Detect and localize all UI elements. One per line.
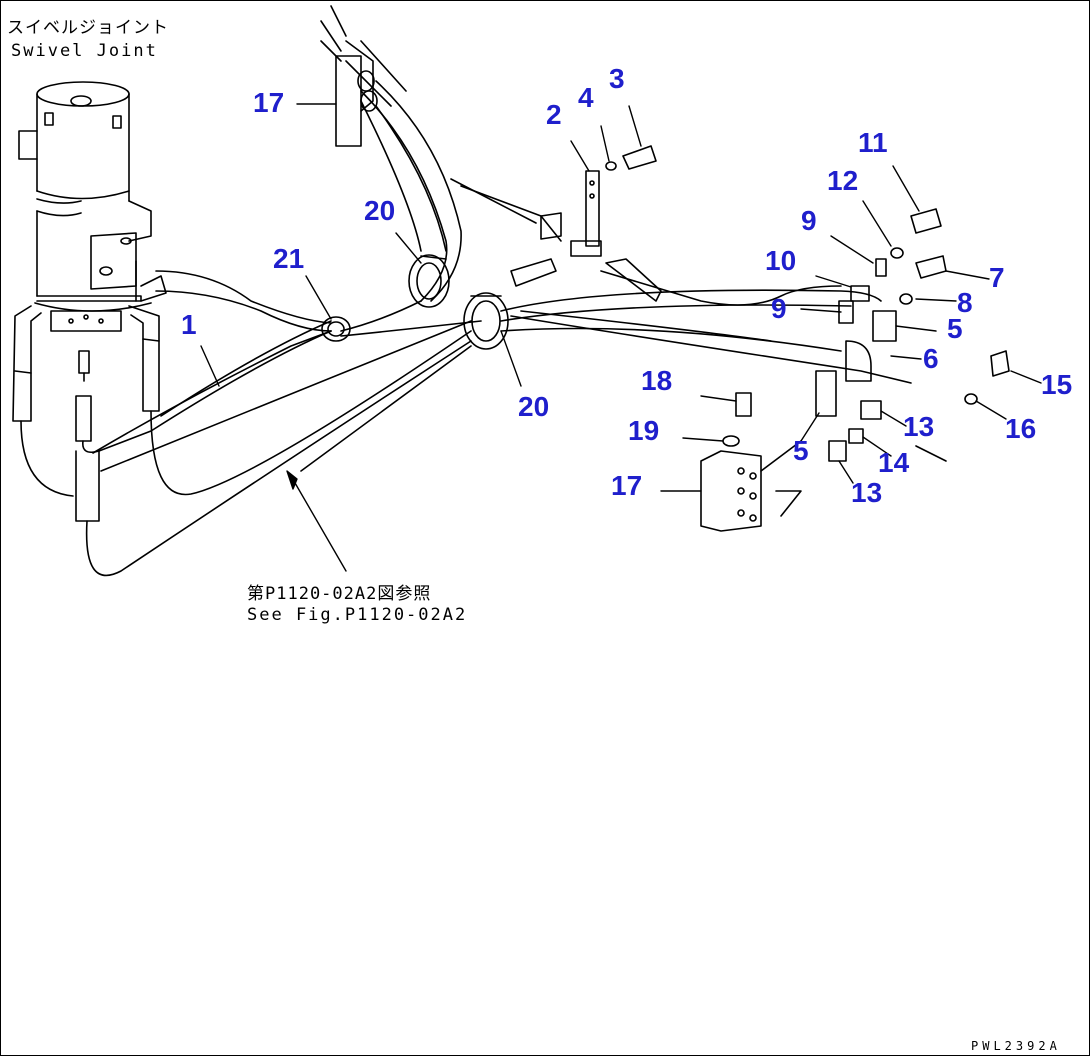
callout-10: 10 bbox=[765, 245, 797, 276]
callout-1: 1 bbox=[181, 309, 197, 340]
callout-17-top: 17 bbox=[253, 87, 285, 118]
reference-japanese: 第P1120-02A2図参照 bbox=[247, 584, 432, 604]
callout-14: 14 bbox=[878, 447, 910, 478]
callout-19: 19 bbox=[628, 415, 660, 446]
swivel-joint-drawing bbox=[12, 81, 167, 442]
title-japanese: スイベルジョイント bbox=[7, 18, 169, 38]
fittings bbox=[335, 40, 1010, 532]
callout-5-lower: 5 bbox=[793, 435, 809, 466]
callout-15: 15 bbox=[1041, 369, 1073, 400]
callout-6: 6 bbox=[923, 343, 939, 374]
hose-lines bbox=[20, 5, 912, 577]
callout-21: 21 bbox=[273, 243, 305, 274]
callout-7: 7 bbox=[989, 262, 1005, 293]
callout-2: 2 bbox=[546, 99, 562, 130]
title-english: Swivel Joint bbox=[11, 41, 158, 61]
callout-11: 11 bbox=[858, 127, 888, 158]
callout-20-lower: 20 bbox=[518, 391, 550, 422]
callout-16: 16 bbox=[1005, 413, 1037, 444]
callout-9-lower: 9 bbox=[771, 293, 787, 324]
callout-5-upper: 5 bbox=[947, 313, 963, 344]
callout-13-upper: 13 bbox=[903, 411, 935, 442]
callout-12: 12 bbox=[827, 165, 859, 196]
leader-lines bbox=[200, 103, 1042, 572]
callout-13-lower: 13 bbox=[851, 477, 883, 508]
clamps bbox=[321, 254, 509, 350]
callout-18: 18 bbox=[641, 365, 673, 396]
callout-20-upper: 20 bbox=[364, 195, 396, 226]
callout-8: 8 bbox=[957, 287, 973, 318]
drawing-code: PWL2392A bbox=[971, 1039, 1061, 1053]
callout-3: 3 bbox=[609, 63, 625, 94]
callout-17-lower: 17 bbox=[611, 470, 643, 501]
reference-english: See Fig.P1120-02A2 bbox=[247, 605, 468, 625]
callout-9-upper: 9 bbox=[801, 205, 817, 236]
callout-4: 4 bbox=[578, 82, 594, 113]
